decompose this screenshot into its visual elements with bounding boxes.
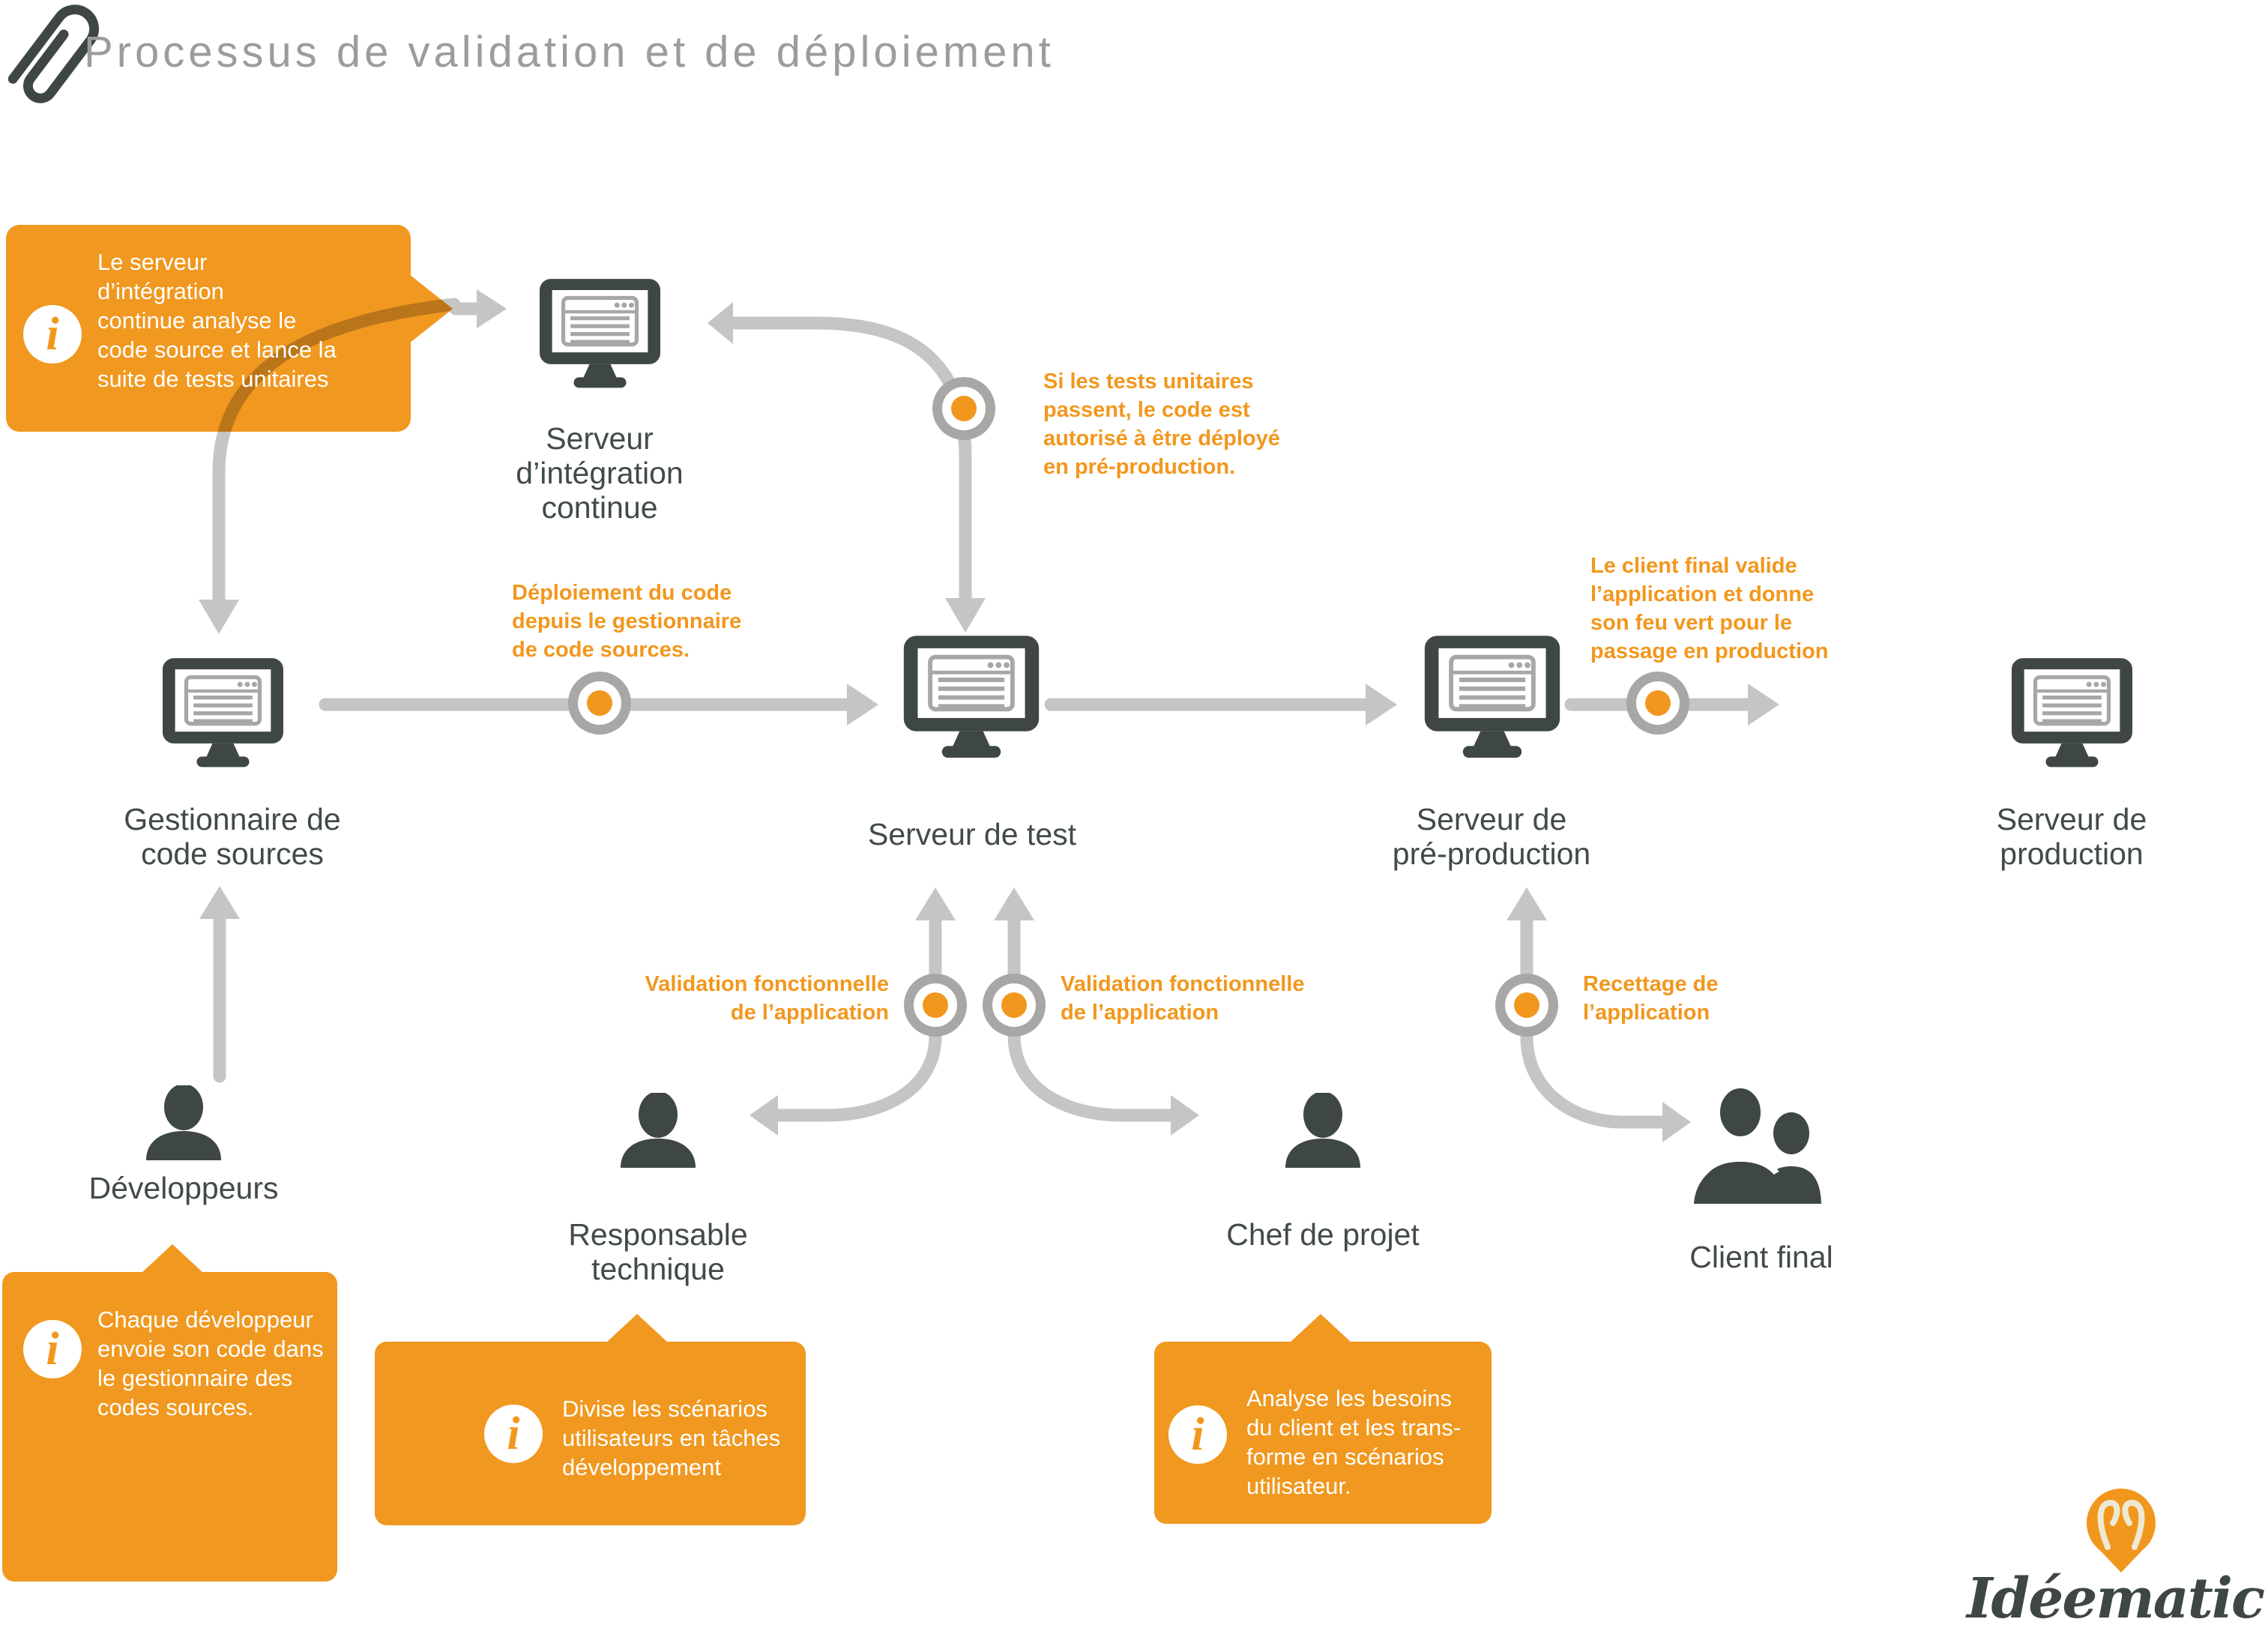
annotation-validation-right: Validation fonctionnelle de l’applicatio…	[1061, 970, 1304, 1027]
info-icon-tech-lead: i	[507, 1408, 520, 1459]
arrow-validation-left-down	[771, 1029, 942, 1122]
annotation-line: l’application	[1583, 1001, 1710, 1025]
callout-developers-line: envoie son code dans	[97, 1336, 324, 1362]
label-server-preprod: Serveur de pré-production	[1304, 802, 1679, 871]
label-line: Responsable	[568, 1217, 748, 1252]
node-recette	[1495, 974, 1558, 1037]
callout-project-manager-line: du client et les trans-	[1246, 1414, 1462, 1441]
callout-developers-text: Chaque développeur envoie son code dans …	[97, 1305, 324, 1422]
annotation-line: Validation fonctionnelle	[1061, 972, 1305, 996]
page-title: Processus de validation et de déploiemen…	[84, 28, 1055, 76]
label-line: code sources	[141, 836, 324, 871]
computer-icon-prod	[2012, 658, 2132, 767]
label-line: Serveur de	[1416, 802, 1567, 836]
annotation-line: de l’application	[1061, 1001, 1219, 1025]
label-server-integration: Serveur d’intégration continue	[412, 421, 787, 525]
label-line: Chef de projet	[1226, 1217, 1420, 1252]
annotation-client-green-light: Le client final valide l’application et …	[1590, 552, 1828, 666]
arrow-recette-down	[1520, 1031, 1669, 1129]
annotation-line: Déploiement du code	[512, 581, 732, 605]
label-server-scm: Gestionnaire de code sources	[45, 802, 420, 871]
annotation-line: autorisé à être déployé	[1043, 426, 1280, 450]
person-icon-tech-lead	[621, 1093, 696, 1168]
label-line: technique	[591, 1252, 725, 1286]
computer-icon-preprod	[1425, 636, 1560, 758]
callout-integration-line: continue analyse le	[97, 307, 297, 334]
label-line: production	[2000, 836, 2144, 871]
arrow-validation-right-down	[1007, 1029, 1177, 1122]
info-icon-project-manager: i	[1191, 1408, 1204, 1460]
label-server-prod: Serveur de production	[1884, 802, 2259, 871]
label-line: d’intégration	[516, 456, 684, 490]
callout-integration-line: Le serveur	[97, 249, 208, 275]
label-developers: Développeurs	[0, 1171, 371, 1205]
callout-tech-lead-text: Divise les scénarios utilisateurs en tâc…	[562, 1394, 780, 1482]
callout-tech-lead-line: Divise les scénarios	[562, 1396, 767, 1422]
label-line: continue	[541, 490, 658, 525]
annotation-line: passage en production	[1590, 639, 1829, 663]
computer-icon-integration	[540, 279, 660, 388]
callout-developers-line: le gestionnaire des	[97, 1365, 293, 1391]
callout-tech-lead-line: utilisateurs en tâches	[562, 1425, 781, 1451]
label-tech-lead: Responsable technique	[471, 1217, 845, 1286]
computer-icon-test	[904, 636, 1039, 758]
callout-integration-text: Le serveur d’intégration continue analys…	[97, 247, 337, 394]
callout-project-manager-line: Analyse les besoins	[1246, 1385, 1452, 1411]
label-line: pré-production	[1392, 836, 1591, 871]
arrow-heads	[199, 289, 1779, 1142]
annotation-unit-tests: Si les tests unitaires passent, le code …	[1043, 367, 1280, 481]
logo-wordmark: Idéematic	[1966, 1567, 2265, 1625]
node-validation-right	[983, 974, 1046, 1037]
annotation-line: depuis le gestionnaire	[512, 609, 742, 633]
annotation-recette: Recettage de l’application	[1583, 970, 1719, 1027]
two-persons-icon-client	[1690, 1082, 1824, 1211]
annotation-line: son feu vert pour le	[1590, 611, 1793, 635]
info-icon-integration: i	[46, 308, 59, 360]
computer-icon-scm	[163, 658, 283, 767]
label-line: Serveur de test	[867, 817, 1077, 851]
annotation-deploy-scm: Déploiement du code depuis le gestionnai…	[512, 579, 741, 664]
map-pin-squiggle-icon	[2087, 1489, 2156, 1573]
callout-project-manager-text: Analyse les besoins du client et les tra…	[1246, 1384, 1461, 1501]
flow-arrows	[199, 289, 1779, 1142]
callout-project-manager-line: utilisateur.	[1246, 1473, 1351, 1499]
label-line: Serveur	[546, 421, 654, 456]
node-client-green-light	[1626, 672, 1689, 735]
annotation-line: Si les tests unitaires	[1043, 370, 1254, 394]
label-line: Développeurs	[88, 1171, 279, 1205]
node-deploy-scm	[568, 672, 631, 735]
person-icon-project-manager	[1285, 1093, 1360, 1168]
callout-project-manager-line: forme en scénarios	[1246, 1444, 1444, 1470]
label-line: Gestionnaire de	[124, 802, 341, 836]
callout-developers-line: Chaque développeur	[97, 1306, 313, 1333]
callout-developers-line: codes sources.	[97, 1394, 254, 1420]
label-server-test: Serveur de test	[785, 817, 1159, 851]
annotation-validation-left: Validation fonctionnelle de l’applicatio…	[544, 970, 889, 1027]
node-validation-left	[904, 974, 967, 1037]
label-client: Client final	[1574, 1240, 1949, 1274]
label-project-manager: Chef de projet	[1135, 1217, 1510, 1252]
annotation-line: l’application et donne	[1590, 582, 1815, 606]
info-icon-developers: i	[46, 1323, 59, 1375]
callout-integration-line: suite de tests unitaires	[97, 366, 329, 392]
callout-integration-line: d’intégration	[97, 278, 224, 304]
node-unit-tests	[932, 377, 995, 440]
annotation-line: passent, le code est	[1043, 398, 1250, 422]
annotation-line: de l’application	[730, 1001, 889, 1025]
person-icon-developers	[146, 1085, 221, 1160]
annotation-line: Le client final valide	[1590, 554, 1797, 578]
annotation-line: Validation fonctionnelle	[645, 972, 889, 996]
label-line: Client final	[1689, 1240, 1833, 1274]
annotation-line: de code sources.	[512, 638, 690, 662]
label-line: Serveur de	[1996, 802, 2147, 836]
annotation-line: en pré-production.	[1043, 455, 1236, 479]
callout-integration-line: code source et lance la	[97, 337, 337, 363]
callout-tech-lead-line: développement	[562, 1454, 721, 1480]
annotation-line: Recettage de	[1583, 972, 1719, 996]
